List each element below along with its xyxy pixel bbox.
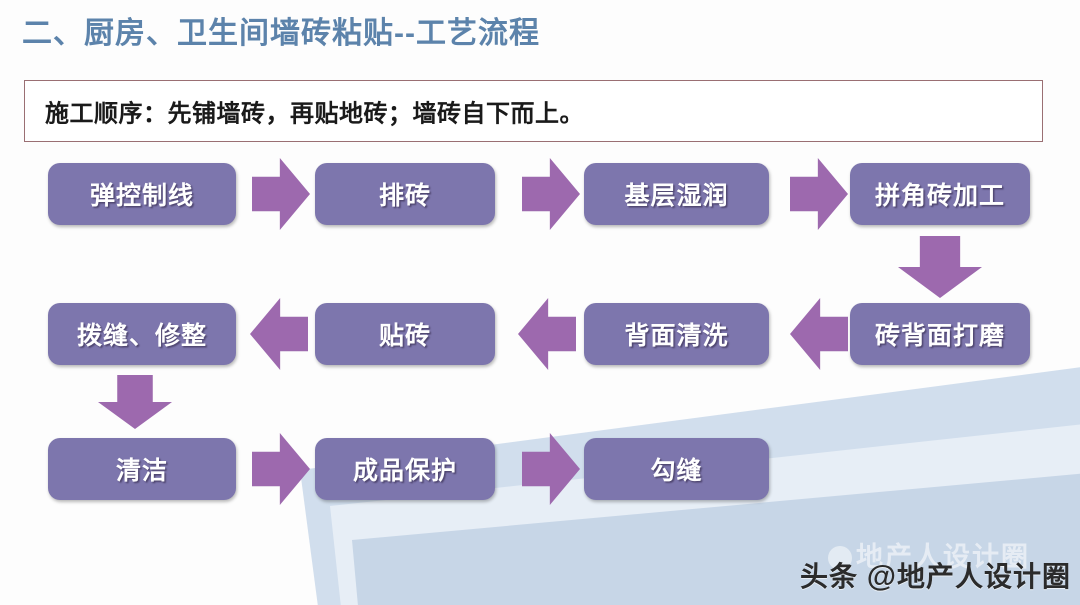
process-box-10[interactable]: 成品保护 bbox=[315, 438, 495, 500]
process-box-1[interactable]: 弹控制线 bbox=[48, 163, 236, 225]
watermark-ghost: 地产人设计圈 bbox=[828, 535, 1030, 574]
process-box-3[interactable]: 基层湿润 bbox=[584, 163, 769, 225]
arrow-right-4 bbox=[252, 433, 310, 505]
arrow-right-1 bbox=[252, 158, 310, 230]
process-box-9[interactable]: 清洁 bbox=[48, 438, 236, 500]
process-box-3-label: 基层湿润 bbox=[624, 182, 729, 210]
arrow-down-left bbox=[98, 375, 172, 429]
process-box-8[interactable]: 砖背面打磨 bbox=[850, 303, 1030, 365]
process-box-8-label: 砖背面打磨 bbox=[874, 322, 1005, 350]
process-box-11[interactable]: 勾缝 bbox=[584, 438, 769, 500]
process-box-5[interactable]: 拨缝、修整 bbox=[48, 303, 236, 365]
arrow-left-1 bbox=[250, 298, 308, 370]
watermark-logo-icon bbox=[828, 546, 852, 570]
process-box-10-label: 成品保护 bbox=[352, 457, 457, 485]
process-box-7[interactable]: 背面清洗 bbox=[584, 303, 769, 365]
arrow-right-2 bbox=[522, 158, 580, 230]
process-box-7-label: 背面清洗 bbox=[624, 322, 729, 350]
arrow-right-5 bbox=[522, 433, 580, 505]
arrow-left-3 bbox=[790, 298, 848, 370]
arrow-right-3 bbox=[790, 158, 848, 230]
process-box-1-label: 弹控制线 bbox=[89, 182, 194, 210]
watermark-ghost-text: 地产人设计圈 bbox=[856, 542, 1030, 572]
process-box-6[interactable]: 贴砖 bbox=[315, 303, 495, 365]
watermark-name: 地产人设计圈 bbox=[897, 561, 1072, 592]
process-box-2[interactable]: 排砖 bbox=[315, 163, 495, 225]
watermark: 头条 @地产人设计圈 bbox=[800, 555, 1071, 595]
process-box-4-label: 拼角砖加工 bbox=[874, 182, 1005, 210]
process-box-6-label: 贴砖 bbox=[378, 322, 431, 350]
construction-order-note-text: 施工顺序：先铺墙砖，再贴地砖；墙砖自下而上。 bbox=[45, 100, 584, 128]
watermark-at-icon: @ bbox=[866, 560, 898, 593]
process-box-2-label: 排砖 bbox=[378, 182, 431, 210]
process-box-9-label: 清洁 bbox=[115, 457, 168, 485]
process-box-5-label: 拨缝、修整 bbox=[76, 322, 207, 350]
process-box-11-label: 勾缝 bbox=[650, 457, 703, 485]
process-box-4[interactable]: 拼角砖加工 bbox=[850, 163, 1030, 225]
arrow-left-2 bbox=[518, 298, 576, 370]
watermark-prefix: 头条 bbox=[800, 561, 867, 592]
construction-order-note: 施工顺序：先铺墙砖，再贴地砖；墙砖自下而上。 bbox=[24, 80, 1043, 142]
arrow-down-right bbox=[898, 236, 982, 298]
page-title: 二、厨房、卫生间墙砖粘贴--工艺流程 bbox=[22, 17, 540, 50]
